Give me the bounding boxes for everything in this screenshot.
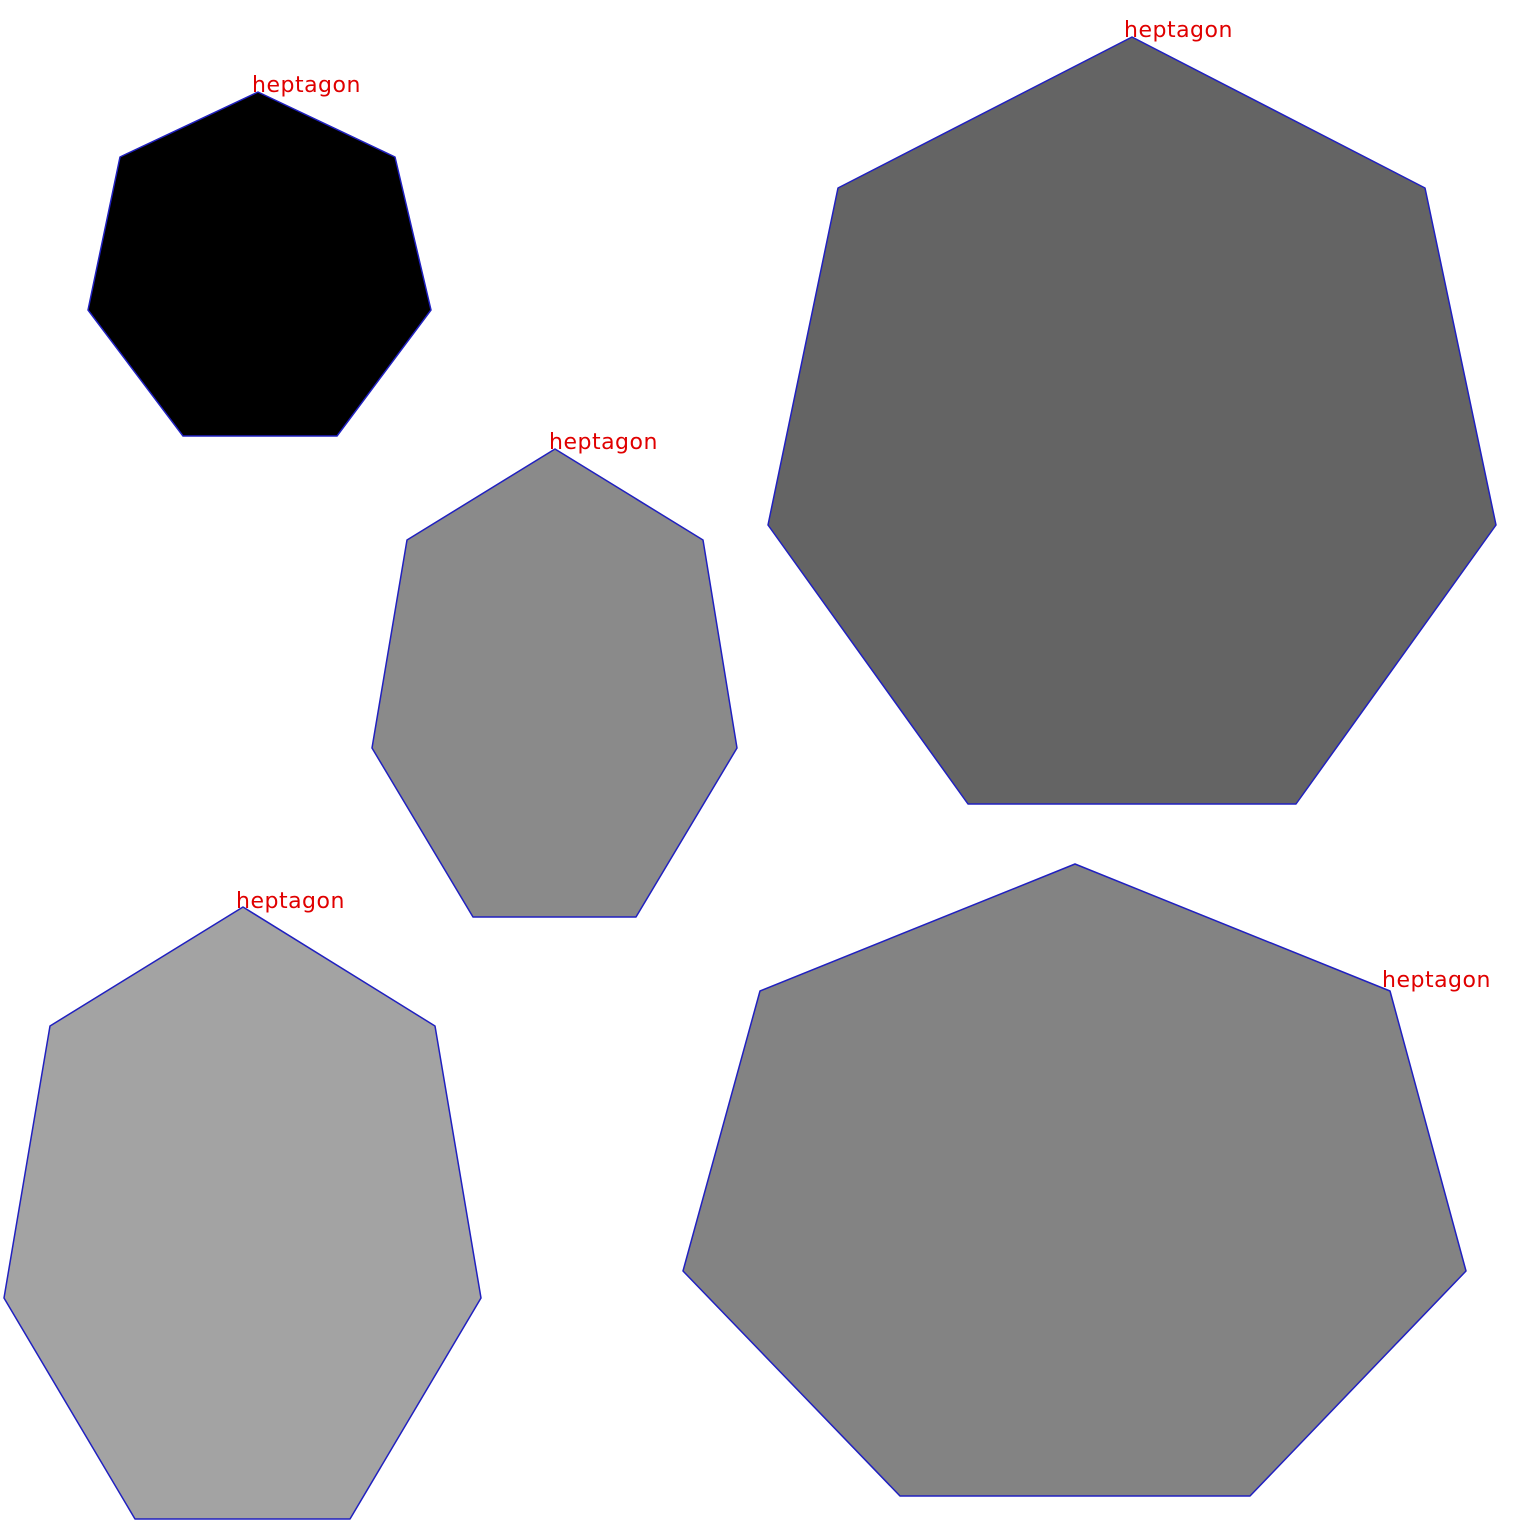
heptagon-top-left: heptagon bbox=[87, 73, 432, 437]
heptagon-bottom-right: heptagon bbox=[682, 863, 1491, 1497]
heptagon-top-right: heptagon bbox=[767, 18, 1497, 805]
heptagon-shape bbox=[682, 863, 1467, 1497]
heptagon-middle: heptagon bbox=[371, 430, 738, 918]
heptagon-shape bbox=[767, 36, 1497, 805]
heptagon-label: heptagon bbox=[549, 430, 658, 455]
heptagon-label: heptagon bbox=[1124, 18, 1233, 43]
heptagon-shape bbox=[371, 448, 738, 918]
heptagon-label: heptagon bbox=[252, 73, 361, 98]
heptagon-shape bbox=[3, 906, 482, 1520]
heptagon-label: heptagon bbox=[1382, 968, 1491, 993]
heptagon-bottom-left: heptagon bbox=[3, 889, 482, 1520]
heptagon-shape bbox=[87, 91, 432, 437]
heptagon-label: heptagon bbox=[236, 889, 345, 914]
